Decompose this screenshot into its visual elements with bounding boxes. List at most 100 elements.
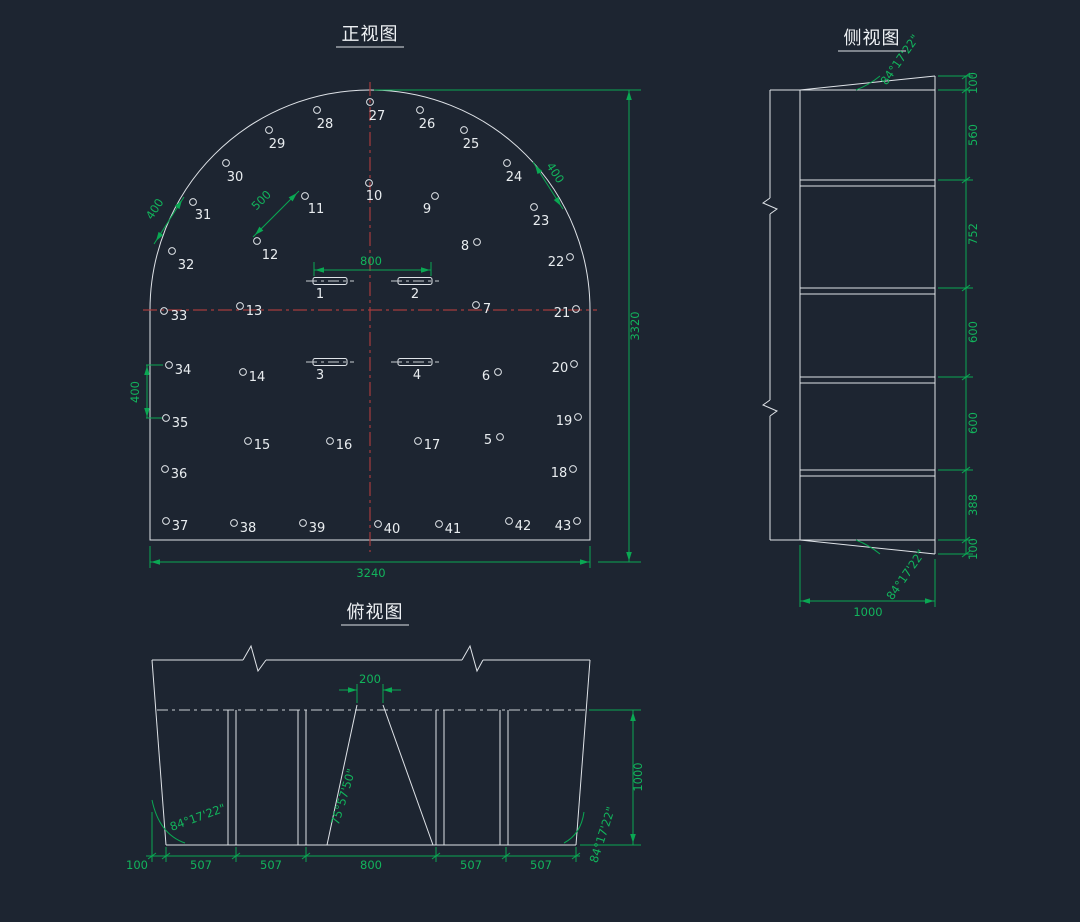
dim-arrow xyxy=(255,226,264,235)
break-symbol xyxy=(761,399,779,417)
dim-arrow xyxy=(925,598,934,604)
hole-number-39: 39 xyxy=(309,521,326,536)
side-chain-dim-label: 100 xyxy=(966,538,980,560)
dim-3240-label: 3240 xyxy=(356,566,385,580)
dim-arrow xyxy=(626,552,632,561)
cut-slots xyxy=(306,277,439,366)
hole-number-22: 22 xyxy=(548,255,565,270)
dim-arrow xyxy=(553,196,561,206)
hole-number-25: 25 xyxy=(463,137,480,152)
drill-hole-18 xyxy=(569,465,577,473)
side-chain-dim-label: 560 xyxy=(966,124,980,146)
drill-hole-37 xyxy=(162,517,170,525)
dim-tick xyxy=(501,852,511,860)
top-dim-200-label: 200 xyxy=(359,672,381,686)
dim-arrow xyxy=(174,200,182,210)
dim-arrow xyxy=(630,712,636,721)
hole-number-27: 27 xyxy=(369,109,386,124)
hole-number-2: 2 xyxy=(411,287,419,302)
angle-arc-bottom xyxy=(855,539,881,555)
drill-hole-33 xyxy=(160,307,168,315)
bottom-chain-dim-label: 507 xyxy=(260,858,282,872)
dim-tick xyxy=(961,86,971,94)
hole-number-17: 17 xyxy=(424,438,441,453)
bottom-chain-dim-label: 800 xyxy=(360,858,382,872)
dim-arrow xyxy=(151,559,160,565)
hole-number-14: 14 xyxy=(249,370,266,385)
drill-hole-13 xyxy=(236,302,244,310)
hole-number-10: 10 xyxy=(366,189,383,204)
top-dim-1000-label: 1000 xyxy=(631,762,645,791)
break-symbol xyxy=(242,644,267,673)
hole-number-37: 37 xyxy=(172,519,189,534)
side-chain-dim-label: 600 xyxy=(966,321,980,343)
drill-hole-6 xyxy=(494,368,502,376)
drill-hole-36 xyxy=(161,465,169,473)
dim-tick xyxy=(571,852,581,860)
bottom-chain-dim-label: 507 xyxy=(460,858,482,872)
hole-number-29: 29 xyxy=(269,137,286,152)
hole-number-30: 30 xyxy=(227,170,244,185)
drill-hole-15 xyxy=(244,437,252,445)
drill-hole-31 xyxy=(189,198,197,206)
hole-number-36: 36 xyxy=(171,467,188,482)
funnel-left-line xyxy=(326,704,358,846)
dim-arrow xyxy=(630,834,636,843)
break-symbol xyxy=(461,644,484,673)
hole-number-24: 24 xyxy=(506,170,523,185)
dim-arrow xyxy=(288,193,297,202)
side-bottom-bevel xyxy=(799,539,936,555)
angle-arc-top xyxy=(855,75,881,91)
hole-number-19: 19 xyxy=(556,414,573,429)
dim-tick xyxy=(961,550,971,558)
dim-3320-label: 3320 xyxy=(628,311,642,340)
hole-number-38: 38 xyxy=(240,521,257,536)
drill-hole-19 xyxy=(574,413,582,421)
funnel-right-line xyxy=(382,704,434,846)
hole-number-41: 41 xyxy=(445,522,462,537)
top-right-edge xyxy=(575,659,591,846)
top-dim-1000: 1000 xyxy=(580,709,645,846)
drill-hole-17 xyxy=(414,437,422,445)
dim-tick xyxy=(961,466,971,474)
drill-hole-11 xyxy=(301,192,309,200)
drill-hole-21 xyxy=(572,305,580,313)
drill-hole-22 xyxy=(566,253,574,261)
dim-400-left-label: 400 xyxy=(128,381,142,403)
break-symbol xyxy=(761,197,779,215)
dim-total-height: 3320 xyxy=(374,89,642,563)
hole-number-18: 18 xyxy=(551,466,568,481)
hole-number-5: 5 xyxy=(484,433,492,448)
dim-tick xyxy=(431,852,441,860)
dim-arrow xyxy=(144,408,150,417)
bottom-chain-dim-label: 100 xyxy=(126,858,148,872)
front-view-title: 正视图 xyxy=(342,24,399,45)
drill-hole-10 xyxy=(365,179,373,187)
hole-number-11: 11 xyxy=(308,202,325,217)
top-left-edge xyxy=(151,659,167,846)
hole-number-32: 32 xyxy=(178,258,195,273)
drill-hole-23 xyxy=(530,203,538,211)
hole-number-40: 40 xyxy=(384,522,401,537)
hole-number-15: 15 xyxy=(254,438,271,453)
side-chain-dim-label: 600 xyxy=(966,412,980,434)
dim-slot-span: 800 xyxy=(313,254,432,276)
dim-arrow xyxy=(535,165,543,175)
drill-hole-26 xyxy=(416,106,424,114)
dim-tick xyxy=(961,373,971,381)
hole-number-23: 23 xyxy=(533,214,550,229)
drill-hole-16 xyxy=(326,437,334,445)
drill-hole-29 xyxy=(265,126,273,134)
hole-number-42: 42 xyxy=(515,519,532,534)
drill-hole-34 xyxy=(165,361,173,369)
dim-arrow xyxy=(348,687,357,693)
dim-arrow xyxy=(383,687,392,693)
dim-arrows xyxy=(144,91,934,843)
hole-number-43: 43 xyxy=(555,519,572,534)
dim-tick xyxy=(161,852,171,860)
angle-arc-left xyxy=(151,799,186,844)
drill-hole-39 xyxy=(299,519,307,527)
dim-arrow xyxy=(626,91,632,100)
